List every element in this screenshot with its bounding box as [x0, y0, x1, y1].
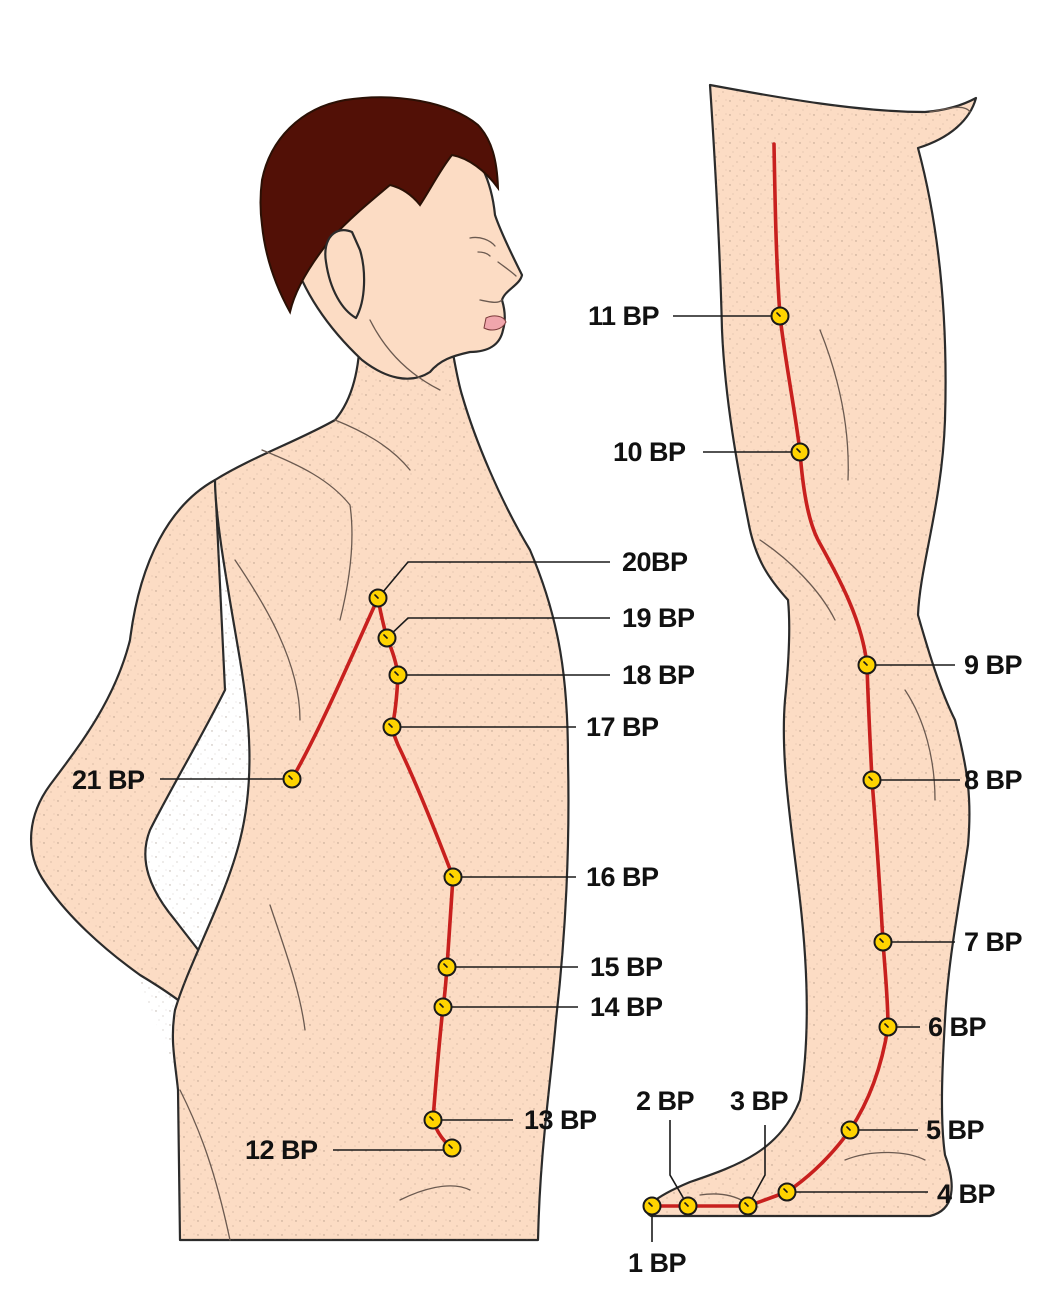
label-bp6: 6 BP [928, 1012, 987, 1042]
label-bp16: 16 BP [586, 862, 659, 892]
leader-bp19 [386, 617, 610, 639]
point-bp13[interactable] [423, 1110, 443, 1130]
point-bp10[interactable] [790, 442, 810, 462]
point-bp6[interactable] [878, 1017, 898, 1037]
label-bp14: 14 BP [590, 992, 663, 1022]
label-bp7: 7 BP [964, 927, 1023, 957]
point-bp7[interactable] [873, 932, 893, 952]
label-bp17: 17 BP [586, 712, 659, 742]
leader-bp3 [747, 1125, 766, 1207]
label-bp9: 9 BP [964, 650, 1023, 680]
point-bp21[interactable] [282, 769, 302, 789]
leader-lines [160, 315, 960, 1242]
label-bp20: 20BP [622, 547, 688, 577]
point-bp15[interactable] [437, 957, 457, 977]
leader-bp2 [669, 1120, 689, 1207]
face-contours [369, 236, 517, 391]
point-bp17[interactable] [382, 717, 402, 737]
label-bp19: 19 BP [622, 603, 695, 633]
point-bp14[interactable] [433, 997, 453, 1017]
label-bp8: 8 BP [964, 765, 1023, 795]
label-bp21: 21 BP [72, 765, 145, 795]
label-bp15: 15 BP [590, 952, 663, 982]
label-bp10: 10 BP [613, 437, 686, 467]
label-bp5: 5 BP [926, 1115, 985, 1145]
point-bp1[interactable] [642, 1196, 662, 1216]
point-bp11[interactable] [770, 306, 790, 326]
leg-contours [699, 106, 971, 1203]
label-bp1: 1 BP [628, 1248, 687, 1278]
leg-figure [646, 83, 978, 1218]
lips [483, 315, 507, 331]
point-bp9[interactable] [857, 655, 877, 675]
point-bp5[interactable] [840, 1120, 860, 1140]
point-markers [282, 306, 898, 1216]
label-bp11: 11 BP [588, 301, 660, 331]
ear [324, 229, 366, 320]
point-bp2[interactable] [678, 1196, 698, 1216]
man-figure [29, 96, 570, 1242]
point-bp18[interactable] [388, 665, 408, 685]
point-labels: 1 BP 2 BP 3 BP 4 BP 5 BP 6 BP 7 BP 8 BP … [72, 301, 1023, 1278]
label-bp2: 2 BP [636, 1086, 695, 1116]
label-bp12: 12 BP [245, 1135, 318, 1165]
point-bp4[interactable] [777, 1182, 797, 1202]
leader-bp20 [377, 561, 610, 599]
label-bp4: 4 BP [937, 1179, 996, 1209]
hair [259, 96, 500, 315]
label-bp18: 18 BP [622, 660, 695, 690]
point-bp19[interactable] [377, 628, 397, 648]
label-bp3: 3 BP [730, 1086, 789, 1116]
point-bp3[interactable] [738, 1196, 758, 1216]
label-bp13: 13 BP [524, 1105, 597, 1135]
body-contours [179, 419, 471, 1241]
point-bp16[interactable] [443, 867, 463, 887]
point-bp12[interactable] [442, 1138, 462, 1158]
point-bp8[interactable] [862, 770, 882, 790]
point-bp20[interactable] [368, 588, 388, 608]
